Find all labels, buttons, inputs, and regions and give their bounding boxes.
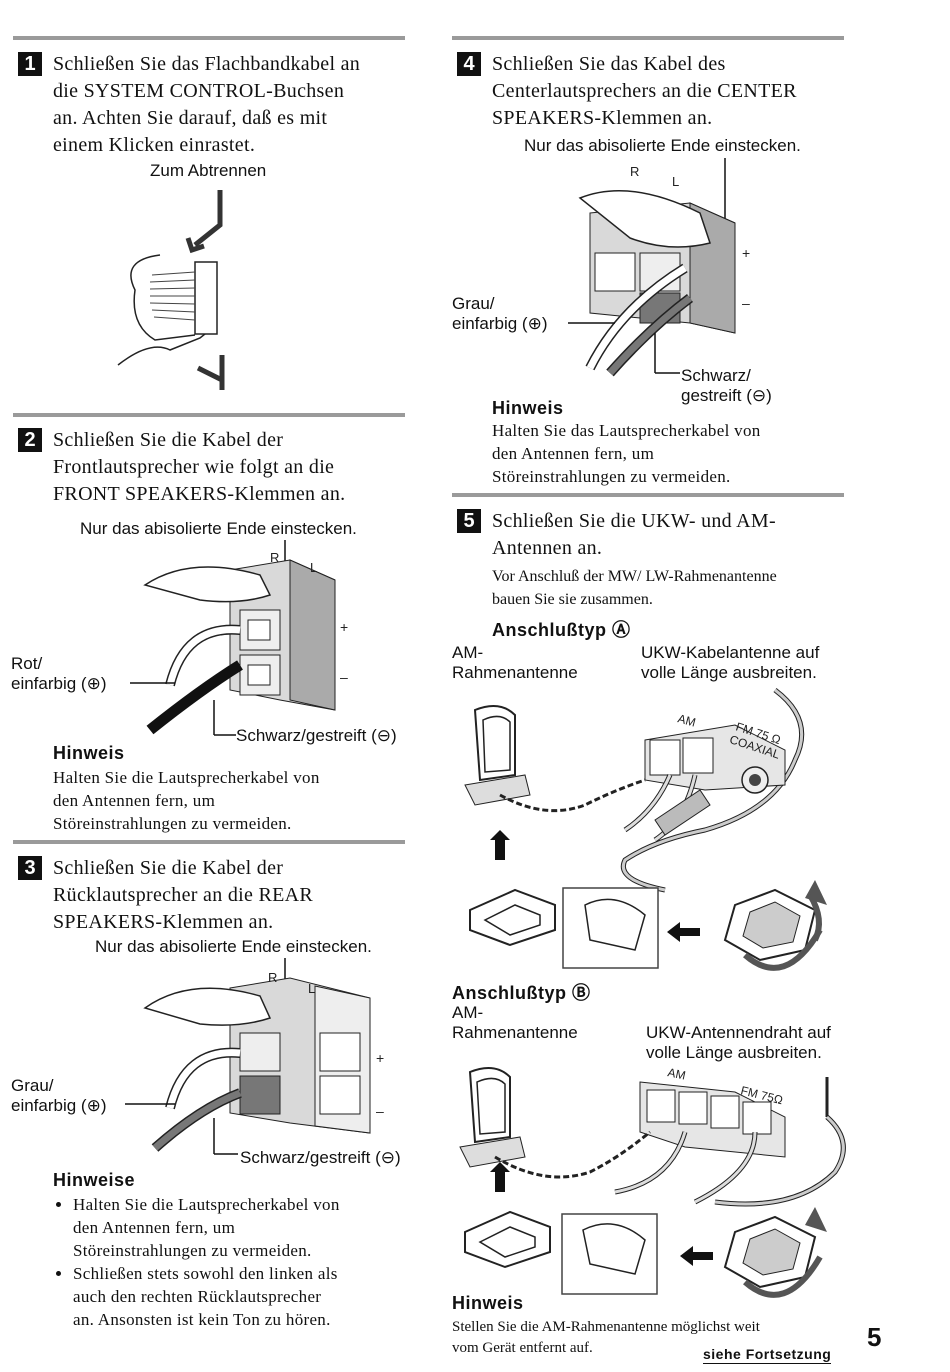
step-5-number: 5 [457, 509, 481, 533]
am-terminal-label: AM [676, 711, 697, 729]
step-3-grey-label: Grau/ einfarbig (⊕) [11, 1076, 107, 1115]
type-a-fm-label: UKW-Kabelantenne auf volle Länge ausbrei… [641, 643, 820, 682]
step-4-grey-label: Grau/ einfarbig (⊕) [452, 294, 548, 333]
type-b-fm-label: UKW-Antennendraht auf volle Länge ausbre… [646, 1023, 831, 1062]
step-1-detach-label: Zum Abtrennen [150, 161, 267, 180]
type-a-am-label: AM- Rahmenantenne [452, 643, 578, 682]
step-5-subtext: Vor Anschluß der MW/ LW-Rahmenantenne ba… [492, 568, 777, 608]
step-3-insert-label: Nur das abisolierte Ende einstecken. [95, 937, 372, 956]
section-rule [452, 493, 844, 497]
step-1-text: Schließen Sie das Flachbandkabel an die … [53, 53, 361, 156]
terminal-plus-label: + [376, 1050, 384, 1066]
terminal-r-label: R [268, 970, 277, 985]
step-5-text: Schließen Sie die UKW- und AM- Antennen … [492, 510, 776, 559]
step-4-insert-label: Nur das abisolierte Ende einstecken. [524, 136, 801, 155]
step-4-note-title: Hinweis [492, 398, 564, 418]
step-4-number: 4 [457, 52, 481, 76]
section-rule [13, 36, 405, 40]
center-speaker-terminal-illustration: R L + – [568, 158, 750, 377]
step-2-note-text: Halten Sie die Lautsprecherkabel von den… [53, 768, 320, 833]
step-2-number: 2 [18, 428, 42, 452]
step-4-note-text: Halten Sie das Lautsprecherkabel von den… [492, 421, 761, 486]
am-terminal-label: AM [666, 1065, 687, 1082]
continued-link: siehe Fortsetzung [703, 1346, 832, 1364]
terminal-l-label: L [672, 174, 679, 189]
terminal-r-label: R [630, 164, 639, 179]
terminal-minus-label: – [376, 1103, 384, 1119]
antenna-type-a-illustration: AM FM 75 Ω COAXIAL [464, 688, 827, 971]
front-speaker-terminal-illustration: R L + – [130, 540, 348, 736]
step-3-note-item: Halten Sie die Lautsprecherkabel von den… [73, 1193, 418, 1262]
step-2-red-label: Rot/ einfarbig (⊕) [11, 654, 107, 693]
rear-speaker-terminal-illustration: R L + – [125, 958, 384, 1155]
step-2-note-title: Hinweis [53, 743, 125, 763]
terminal-minus-label: – [340, 669, 348, 685]
step-2-black-label: Schwarz/gestreift (⊖) [236, 726, 397, 745]
type-b-am-label: AM- Rahmenantenne [452, 1003, 578, 1042]
page-number: 5 [867, 1322, 882, 1352]
terminal-plus-label: + [340, 619, 348, 635]
step-3-notes-title: Hinweise [53, 1170, 136, 1190]
step-1-number: 1 [18, 52, 42, 76]
terminal-l-label: L [308, 981, 315, 996]
step-3-text: Schließen Sie die Kabel der Rücklautspre… [53, 857, 313, 933]
step-3-black-label: Schwarz/gestreift (⊖) [240, 1148, 401, 1167]
terminal-minus-label: – [742, 295, 750, 311]
ribbon-cable-illustration [117, 190, 225, 390]
section-rule [13, 413, 405, 417]
section-rule [13, 840, 405, 844]
type-b-title: Anschlußtyp Ⓑ [452, 983, 591, 1003]
step-5-note-title: Hinweis [452, 1293, 524, 1313]
step-4-black-label: Schwarz/ gestreift (⊖) [681, 366, 772, 405]
terminal-l-label: L [310, 560, 317, 575]
antenna-type-b-illustration: AM FM 75Ω [459, 1065, 846, 1298]
step-2-text: Schließen Sie die Kabel der Frontlautspr… [53, 429, 346, 505]
step-3-notes-list: Halten Sie die Lautsprecherkabel von den… [53, 1193, 418, 1331]
step-3-number: 3 [18, 856, 42, 880]
type-a-title: Anschlußtyp Ⓐ [492, 620, 631, 640]
terminal-r-label: R [270, 550, 279, 565]
section-rule [452, 36, 844, 40]
terminal-plus-label: + [742, 245, 750, 261]
step-4-text: Schließen Sie das Kabel des Centerlautsp… [492, 53, 797, 129]
step-2-insert-label: Nur das abisolierte Ende einstecken. [80, 519, 357, 538]
step-3-note-item: Schließen stets sowohl den linken als au… [73, 1262, 418, 1331]
step-5-note-text: Stellen Sie die AM-Rahmenantenne möglich… [452, 1319, 760, 1356]
